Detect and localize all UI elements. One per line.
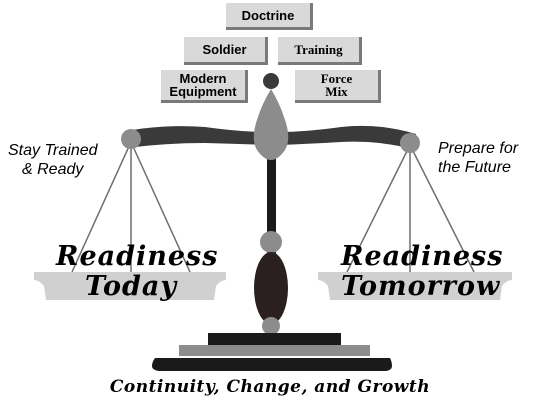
force-mix-line1: Force [320,71,353,86]
left-side-caption: Stay Trained & Ready [8,141,120,179]
top-knob [263,73,279,89]
modern-equipment-line1: Modern [179,71,227,86]
force-mix-line2: Mix [325,84,348,99]
base-top-tier [208,333,341,345]
column-bulb [254,252,288,324]
scale-beam [126,125,416,150]
soldier-label: Soldier [202,42,247,57]
right-pan-line1: Readiness [341,241,504,272]
right-pan-line2: Tomorrow [341,271,501,302]
column-ring [260,231,282,253]
doctrine-label: Doctrine [241,7,295,23]
left-pan-title: Readiness Today [56,241,219,302]
left-pan-line1: Readiness [56,241,219,272]
soldier-block: Soldier [184,37,268,65]
training-block: Training [278,37,362,65]
right-side-caption: Prepare for the Future [438,139,538,177]
base-bottom-tier [152,358,392,371]
scale-head [253,89,289,160]
force-mix-block: Force Mix [295,70,381,103]
right-side-line2: the Future [438,159,511,176]
left-beam-knob [121,129,141,149]
left-pan [34,272,226,300]
column-foot-knob [262,317,280,335]
training-label: Training [294,42,343,57]
right-beam-knob [400,133,420,153]
right-pan [318,272,512,300]
right-side-line1: Prepare for [438,140,519,157]
modern-equipment-line2: Equipment [169,84,237,99]
base-middle-tier [179,345,370,356]
left-pan-line2: Today [84,271,178,302]
right-pan-title: Readiness Tomorrow [341,241,504,302]
left-pan-strings [71,141,191,273]
left-side-line2: & Ready [22,161,84,178]
modern-equipment-block: Modern Equipment [161,70,248,103]
doctrine-block: Doctrine [226,3,313,30]
left-side-line1: Stay Trained [8,142,98,159]
bottom-caption: Continuity, Change, and Growth [109,377,431,397]
right-pan-strings [346,144,475,273]
